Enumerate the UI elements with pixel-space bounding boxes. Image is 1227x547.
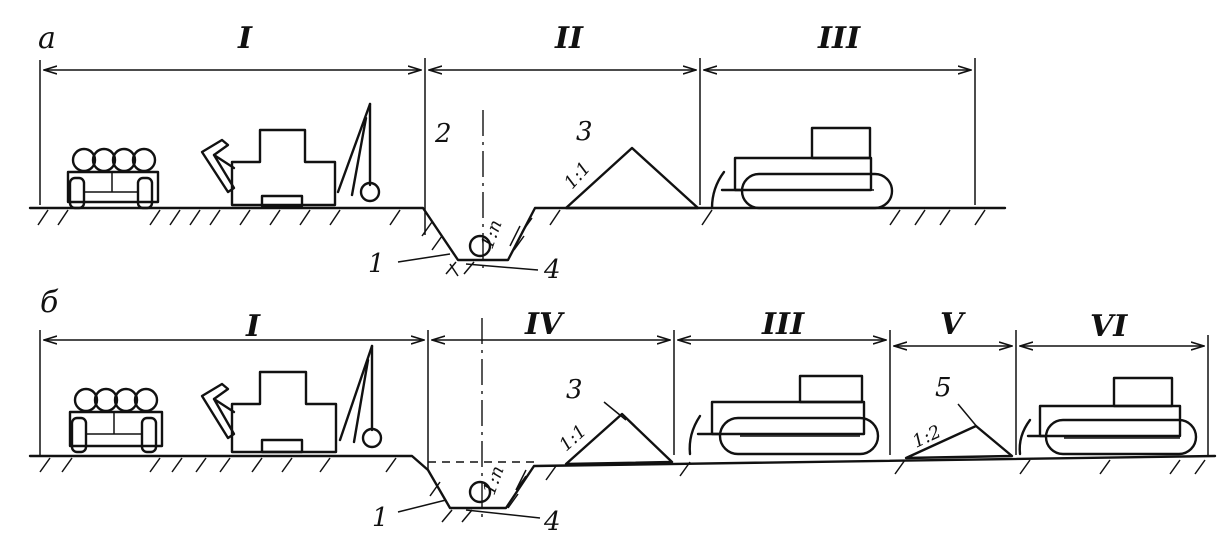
panel-b-ground [28, 454, 1217, 523]
panel-a-spoil-heap [564, 146, 700, 210]
panel-b-ground-hatching [39, 457, 1206, 523]
panel-a-callout-wall: 4 [543, 255, 561, 285]
panel-b-slope-spoil: 1:1 [555, 421, 591, 456]
panel-a-letter: а [38, 21, 56, 56]
panel-b-spoil-heap-2 [904, 424, 1014, 460]
panel-b-zone-label: IV [524, 307, 565, 342]
panel-a-zone-label: III [817, 21, 861, 56]
panel-a-bulldozer [710, 126, 894, 210]
panel-a-zone-label: I [237, 21, 253, 56]
panel-b-zone-label: VI [1090, 309, 1128, 344]
panel-b-zone-label: I [245, 309, 261, 344]
panel-b: б I IV III V VI [28, 285, 1217, 537]
panel-a: а I II III [28, 21, 1007, 285]
panel-a-trench-mark [449, 263, 459, 277]
panel-a-callout-axis: 2 [434, 119, 452, 149]
panel-a-ground [28, 206, 1007, 275]
panel-a-slope-spoil: 1:1 [560, 158, 595, 194]
panel-b-letter: б [40, 285, 59, 320]
panel-a-callout-spoil: 3 [576, 117, 593, 147]
panel-b-slope-spoil-2: 1:2 [909, 421, 944, 452]
panel-b-zone-dimensions: I IV III V VI [39, 307, 1209, 470]
panel-b-pipe-cart [68, 387, 164, 454]
panel-b-zone-label: III [761, 307, 805, 342]
panel-b-excavator [200, 370, 338, 454]
panel-b-zone-label: V [940, 307, 966, 342]
panel-b-pipe [468, 480, 492, 504]
panel-b-callouts: 3 5 1 4 [372, 373, 979, 537]
panel-b-spoil-heap [564, 412, 674, 466]
panel-b-callout-spoil: 3 [566, 375, 583, 405]
panel-a-pipelayer [336, 102, 381, 203]
panel-b-bulldozer-2 [1018, 376, 1198, 456]
panel-b-bulldozer [688, 374, 880, 456]
panel-b-callout-pipe: 1 [372, 503, 389, 533]
panel-a-callouts: 2 3 1 4 [368, 117, 593, 285]
panel-a-pipe-cart [66, 147, 160, 210]
panel-a-slope-trench: 1:n [477, 217, 507, 252]
panel-b-pipelayer [338, 344, 383, 449]
panel-b-callout-wall: 4 [543, 507, 561, 537]
panel-a-callout-pipe: 1 [368, 249, 385, 279]
panel-a-excavator [200, 128, 337, 208]
panel-a-pipe [468, 234, 492, 258]
panel-a-zone-label: II [554, 21, 584, 56]
panel-a-zone-dimensions: I II III [39, 21, 976, 235]
panel-b-callout-spoil-2: 5 [935, 373, 952, 403]
panel-b-slope-trench: 1:n [479, 463, 509, 498]
